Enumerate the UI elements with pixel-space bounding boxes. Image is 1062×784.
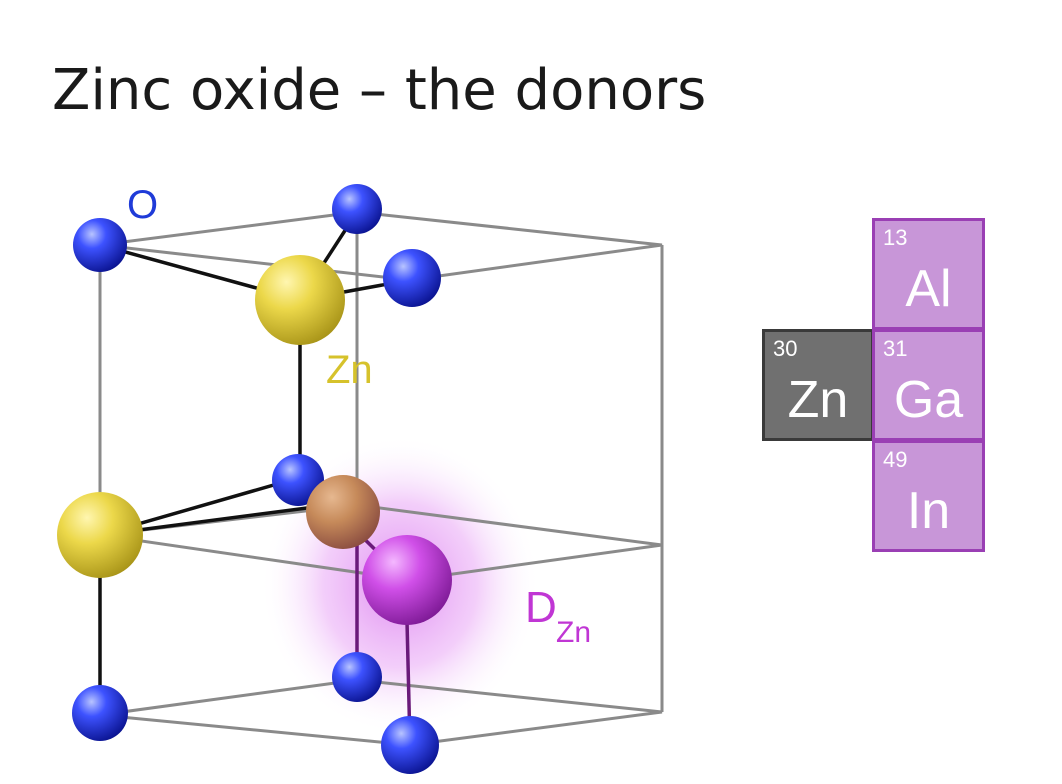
atomic-number: 49: [883, 447, 908, 472]
donor-label: D Zn: [525, 583, 591, 649]
oxygen-atom: [73, 218, 127, 272]
element-symbol: Al: [905, 260, 952, 318]
element-cell-zn: 30 Zn: [762, 329, 874, 441]
element-symbol: In: [906, 482, 951, 540]
donor-label-main: D: [525, 583, 557, 632]
oxygen-atom: [383, 249, 441, 307]
atomic-number: 30: [773, 336, 798, 361]
zinc-atom-faded: [306, 475, 380, 549]
element-cell-ga: 31 Ga: [872, 329, 985, 441]
donor-label-subscript: Zn: [556, 616, 591, 649]
oxygen-atom: [72, 685, 128, 741]
atomic-number: 13: [883, 225, 908, 250]
zinc-atom: [57, 492, 143, 578]
element-symbol: Ga: [893, 371, 964, 429]
crystal-structure-diagram: O Zn D Zn: [57, 183, 664, 774]
zinc-label: Zn: [326, 348, 373, 392]
oxygen-label: O: [127, 183, 158, 227]
donor-atom: [362, 535, 452, 625]
element-symbol: Zn: [787, 371, 849, 429]
oxygen-atom: [332, 184, 382, 234]
slide-title: Zinc oxide – the donors: [52, 58, 707, 123]
oxygen-atom: [272, 454, 324, 506]
element-cell-al: 13 Al: [872, 218, 985, 330]
oxygen-atom: [381, 716, 439, 774]
zinc-atom: [255, 255, 345, 345]
atomic-number: 31: [883, 336, 908, 361]
oxygen-atom: [332, 652, 382, 702]
element-cell-in: 49 In: [872, 440, 985, 552]
